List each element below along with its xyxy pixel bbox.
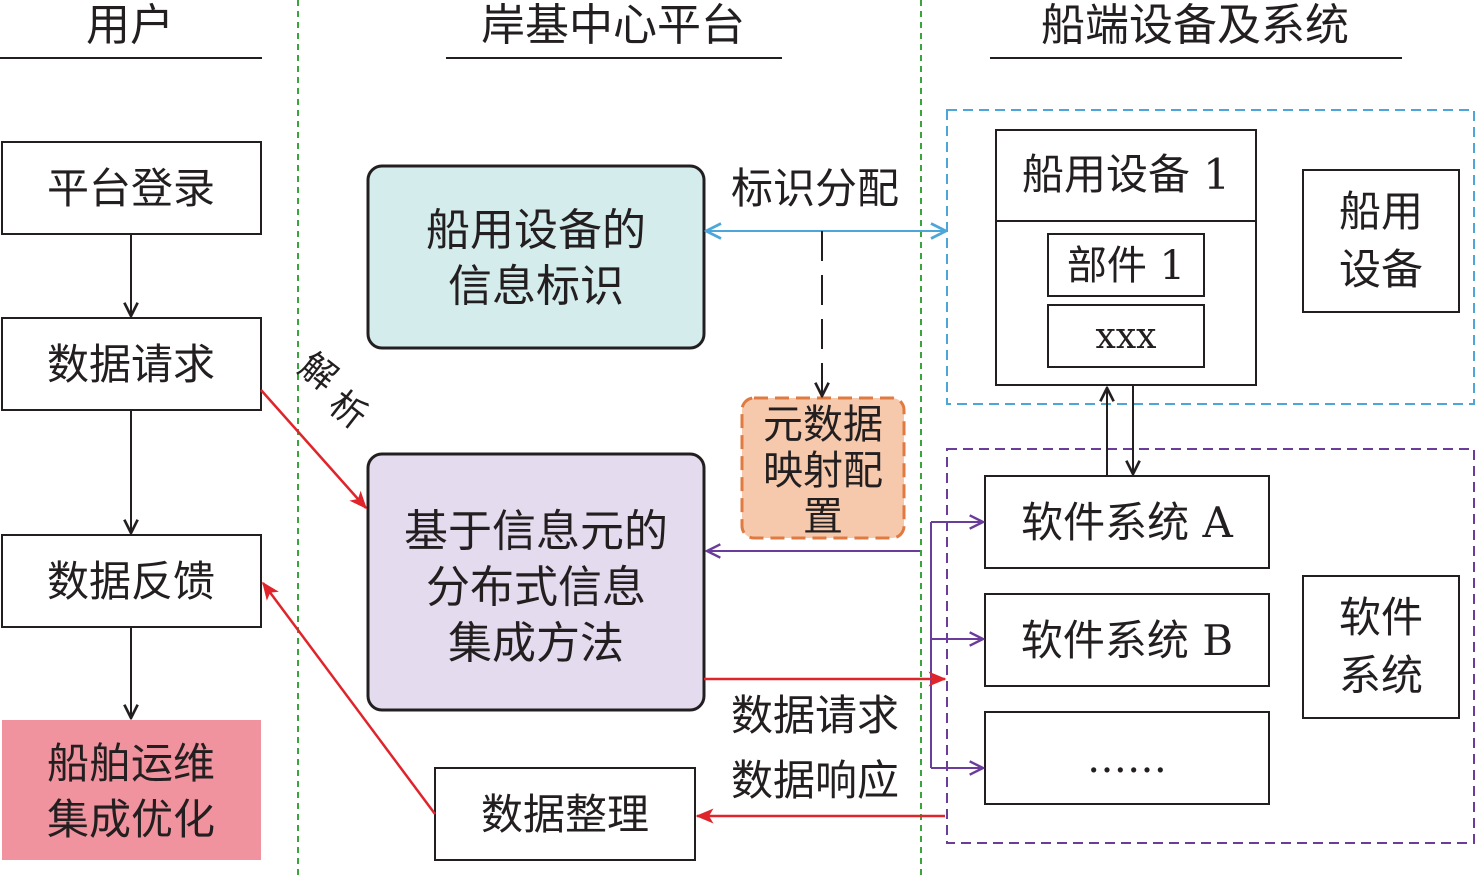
part-other-label: xxx: [1096, 316, 1157, 357]
arrow-sorting-to-feedback: [261, 581, 437, 815]
equipment-group-label-line1: 船用: [1339, 187, 1423, 236]
part-other-box: [1047, 304, 1205, 368]
software-group-border: [946, 448, 1475, 844]
software-group-label-line1: 软件: [1339, 593, 1423, 642]
method-label-line3: 集成方法: [448, 618, 624, 669]
parse-label-char2: 析: [321, 383, 375, 437]
info-id-box: [366, 164, 706, 350]
optimize-box: [2, 720, 261, 860]
arrow-request-to-method: [260, 389, 367, 510]
info-id-label-line2: 信息标识: [448, 261, 624, 312]
info-id-label-line1: 船用设备的: [426, 205, 646, 256]
sorting-box: [434, 767, 696, 861]
data-response-label: 数据响应: [731, 756, 899, 805]
optimize-label-line2: 集成优化: [47, 795, 215, 844]
column-header-user: 用户: [86, 0, 174, 51]
method-label-line1: 基于信息元的: [404, 506, 668, 557]
column-header-ship: 船端设备及系统: [1041, 0, 1349, 51]
method-label-line2: 分布式信息: [426, 562, 646, 613]
metadata-label-line2: 映射配: [763, 448, 883, 494]
software-group-box: [1302, 575, 1460, 719]
id-assign-label: 标识分配: [731, 164, 899, 213]
software-group-label-line2: 系统: [1339, 651, 1423, 700]
metadata-label-line1: 元数据: [763, 402, 883, 448]
method-box: [366, 452, 706, 712]
optimize-label-line1: 船舶运维: [47, 739, 215, 788]
software-more-box: [984, 711, 1270, 805]
software-a-box: [984, 475, 1270, 569]
column-header-platform: 岸基中心平台: [481, 0, 745, 51]
request-box: [1, 317, 262, 411]
equipment-group-border: [946, 109, 1475, 405]
feedback-label: 数据反馈: [47, 557, 215, 606]
software-b-label: 软件系统 B: [1021, 616, 1233, 665]
device-label: 船用设备 1: [1022, 150, 1230, 199]
equipment-group-label-line2: 设备: [1339, 245, 1423, 294]
part-box: [1047, 233, 1205, 297]
feedback-box: [1, 534, 262, 628]
metadata-label-line3: 置: [803, 494, 843, 540]
sorting-label: 数据整理: [481, 790, 649, 839]
metadata-box: [740, 396, 906, 540]
software-more-label: ……: [1087, 736, 1167, 782]
part-label: 部件 1: [1067, 243, 1185, 289]
equipment-group-box: [1302, 169, 1460, 313]
login-box: [1, 141, 262, 235]
data-request-label: 数据请求: [731, 691, 899, 740]
software-b-box: [984, 593, 1270, 687]
login-label: 平台登录: [47, 164, 215, 213]
software-a-label: 软件系统 A: [1021, 498, 1233, 547]
request-label: 数据请求: [47, 340, 215, 389]
